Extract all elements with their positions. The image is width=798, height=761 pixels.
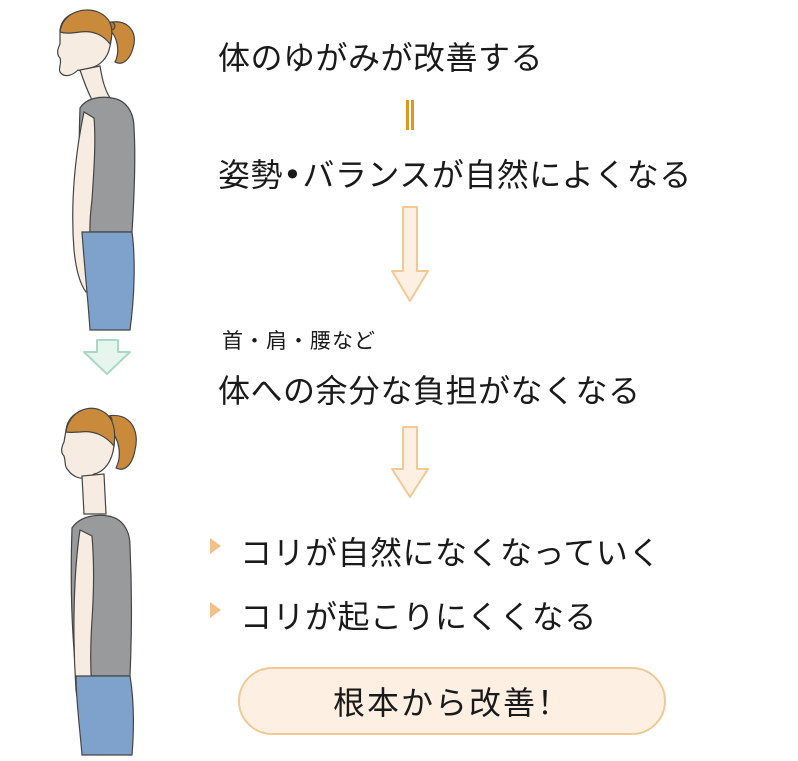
conclusion-pill: 根本から改善！ <box>238 667 666 735</box>
triangle-bullet-icon <box>210 538 221 554</box>
slouched-woman-figure <box>58 10 135 330</box>
result-item: コリが自然になくなっていく <box>240 528 661 574</box>
upright-woman-figure <box>62 408 137 755</box>
posture-balance-improves-text: 姿勢•バランスが自然によくなる <box>218 150 692 196</box>
double-line-equals-icon <box>403 100 417 130</box>
down-arrow-icon <box>389 205 431 305</box>
triangle-bullet-icon <box>210 602 221 618</box>
no-extra-burden-text: 体への余分な負担がなくなる <box>218 366 641 412</box>
body-distortion-improves-text: 体のゆがみが改善する <box>218 33 543 79</box>
posture-illustration <box>0 0 200 761</box>
neck-shoulder-waist-subtext: 首・肩・腰など <box>222 325 376 355</box>
result-item: コリが起こりにくくなる <box>240 592 597 638</box>
figure-change-arrow <box>84 340 130 374</box>
down-arrow-icon <box>389 425 431 501</box>
